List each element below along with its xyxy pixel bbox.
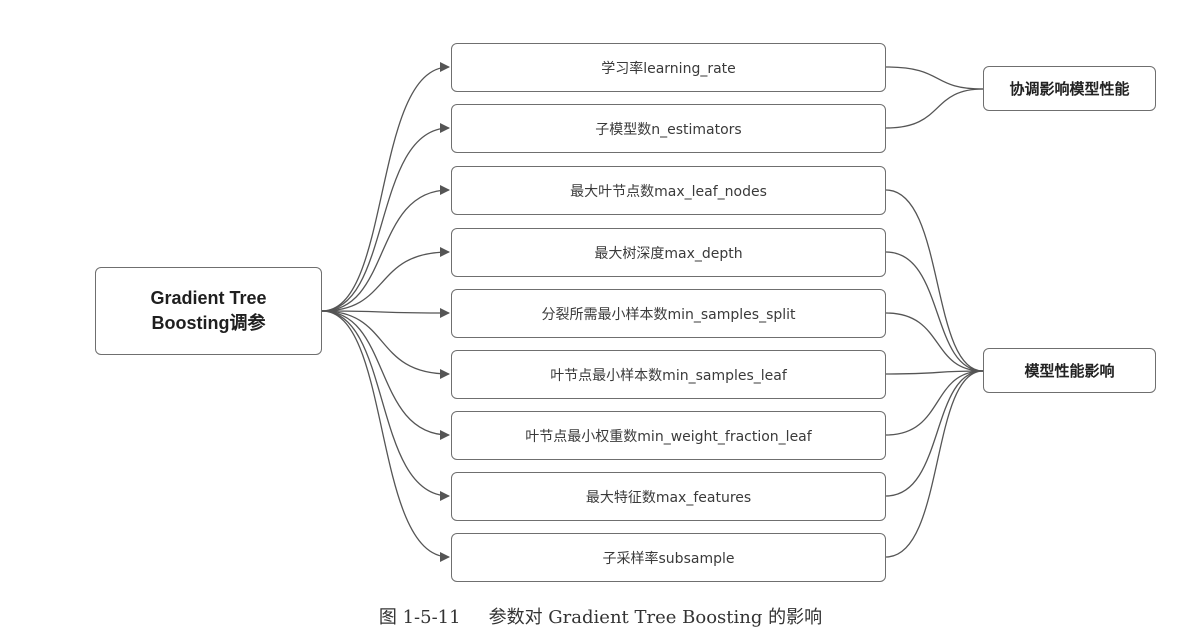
figure-number: 图 1-5-11 xyxy=(378,607,461,628)
param-node-learning-rate: 学习率learning_rate xyxy=(451,43,886,92)
param-node-max-features: 最大特征数max_features xyxy=(451,472,886,521)
connector-param-5-to-impact xyxy=(885,370,984,375)
outcome-node-performance-impact: 模型性能影响 xyxy=(983,348,1156,393)
connector-param-2-to-impact xyxy=(885,189,984,372)
connector-root-to-param-8 xyxy=(321,310,450,562)
connector-root-to-param-5 xyxy=(321,310,450,379)
connector-param-1-to-coordinate xyxy=(885,88,984,129)
root-label-line-2: Boosting调参 xyxy=(151,313,266,333)
root-label-line-1: Gradient Tree xyxy=(150,288,267,308)
param-node-max-leaf-nodes: 最大叶节点数max_leaf_nodes xyxy=(451,166,886,215)
param-node-min-weight-fraction-leaf: 叶节点最小权重数min_weight_fraction_leaf xyxy=(451,411,886,460)
param-node-subsample: 子采样率subsample xyxy=(451,533,886,582)
param-node-min-samples-split: 分裂所需最小样本数min_samples_split xyxy=(451,289,886,338)
connector-root-to-param-7 xyxy=(321,310,450,501)
connector-param-8-to-impact xyxy=(885,370,984,558)
connector-param-3-to-impact xyxy=(885,251,984,372)
param-node-n-estimators: 子模型数n_estimators xyxy=(451,104,886,153)
connector-root-to-param-1 xyxy=(321,123,450,312)
connector-root-to-param-4 xyxy=(321,307,450,318)
connector-root-to-param-0 xyxy=(321,62,450,312)
param-node-min-samples-leaf: 叶节点最小样本数min_samples_leaf xyxy=(451,350,886,399)
connector-param-6-to-impact xyxy=(885,370,984,436)
outcome-node-coordinate-performance: 协调影响模型性能 xyxy=(983,66,1156,111)
figure-caption: 图 1-5-11 参数对 Gradient Tree Boosting 的影响 xyxy=(0,603,1201,629)
connector-param-0-to-coordinate xyxy=(885,66,984,90)
connector-root-to-param-2 xyxy=(321,185,450,312)
connector-param-7-to-impact xyxy=(885,370,984,497)
param-node-max-depth: 最大树深度max_depth xyxy=(451,228,886,277)
connector-root-to-param-6 xyxy=(321,310,450,440)
connector-param-4-to-impact xyxy=(885,312,984,372)
figure-caption-text: 参数对 Gradient Tree Boosting 的影响 xyxy=(488,607,823,628)
connector-root-to-param-3 xyxy=(321,247,450,312)
root-node-gradient-tree-boosting: Gradient Tree Boosting调参 xyxy=(95,267,322,355)
